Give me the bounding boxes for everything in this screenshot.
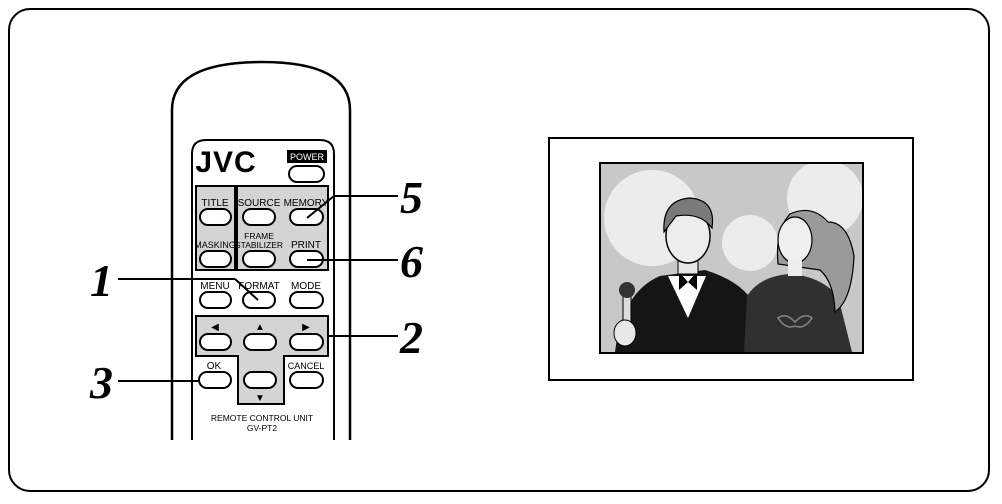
right-button[interactable] bbox=[289, 333, 324, 351]
up-button[interactable] bbox=[243, 333, 277, 351]
memory-label: MEMORY bbox=[284, 198, 329, 209]
callout-1: 1 bbox=[90, 255, 113, 306]
cancel-button[interactable] bbox=[289, 371, 324, 389]
man-figure-icon bbox=[613, 197, 760, 352]
callout-5: 5 bbox=[400, 172, 423, 223]
ok-label: OK bbox=[207, 361, 222, 372]
callout-3: 3 bbox=[89, 357, 113, 408]
down-button[interactable] bbox=[243, 371, 277, 389]
masking-label: MASKING bbox=[194, 240, 236, 250]
left-arrow-icon: ◀ bbox=[211, 322, 219, 333]
callouts: 5 6 1 2 3 bbox=[89, 172, 423, 408]
frame-stabilizer-button[interactable] bbox=[242, 250, 276, 268]
callout-line-5 bbox=[306, 195, 335, 219]
monitor-illustration bbox=[548, 137, 914, 381]
source-label: SOURCE bbox=[238, 198, 281, 209]
frame-stabilizer-label-line1: FRAME bbox=[244, 231, 274, 241]
remote-control: JVC POWER TITLE SOURCE MEMORY MASKING FR… bbox=[170, 60, 352, 440]
power-label-box bbox=[287, 150, 327, 163]
brand-logo: JVC bbox=[195, 146, 256, 179]
masking-button[interactable] bbox=[199, 250, 232, 268]
woman-figure-icon bbox=[744, 209, 855, 352]
left-button[interactable] bbox=[199, 333, 232, 351]
ok-button[interactable] bbox=[198, 371, 232, 389]
callout-2: 2 bbox=[399, 312, 423, 363]
title-label: TITLE bbox=[201, 198, 229, 209]
menu-button[interactable] bbox=[199, 291, 232, 309]
callout-6: 6 bbox=[400, 236, 423, 287]
up-arrow-icon: ▲ bbox=[255, 322, 265, 333]
power-label: POWER bbox=[290, 152, 325, 162]
source-button[interactable] bbox=[242, 208, 276, 226]
format-button[interactable] bbox=[242, 291, 276, 309]
unit-label-line1: REMOTE CONTROL UNIT bbox=[211, 413, 313, 423]
bubble-2 bbox=[722, 215, 778, 271]
right-arrow-icon: ▶ bbox=[302, 322, 310, 333]
cancel-label: CANCEL bbox=[288, 361, 325, 371]
title-button[interactable] bbox=[199, 208, 232, 226]
memory-button[interactable] bbox=[289, 208, 324, 226]
diagram-frame bbox=[8, 8, 990, 492]
mode-button[interactable] bbox=[289, 291, 324, 309]
unit-label-line2: GV-PT2 bbox=[247, 423, 278, 433]
menu-label: MENU bbox=[200, 281, 229, 292]
callout-line-1b bbox=[234, 278, 259, 301]
down-arrow-icon: ▼ bbox=[255, 393, 265, 404]
mode-label: MODE bbox=[291, 281, 321, 292]
print-label: PRINT bbox=[291, 240, 321, 251]
frame-stabilizer-label-line2: STABILIZER bbox=[235, 240, 283, 250]
power-button[interactable] bbox=[288, 165, 325, 183]
format-label: FORMAT bbox=[238, 281, 279, 292]
